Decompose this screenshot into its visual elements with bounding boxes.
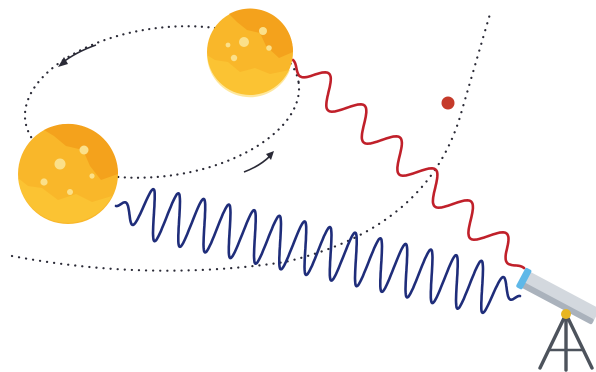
planet-icon <box>442 97 455 110</box>
star-icon <box>207 9 293 98</box>
star-lower <box>18 124 118 224</box>
star-upper <box>207 9 293 98</box>
light-wave-red <box>293 60 524 268</box>
light-wave-blue <box>116 189 520 313</box>
telescope <box>516 267 596 370</box>
star-icon <box>18 124 118 224</box>
orbit-arrow-icon <box>58 57 68 67</box>
orbit-arrow-left <box>58 45 96 67</box>
telescope-icon <box>516 267 596 370</box>
orbit-arrow-right <box>244 151 274 172</box>
